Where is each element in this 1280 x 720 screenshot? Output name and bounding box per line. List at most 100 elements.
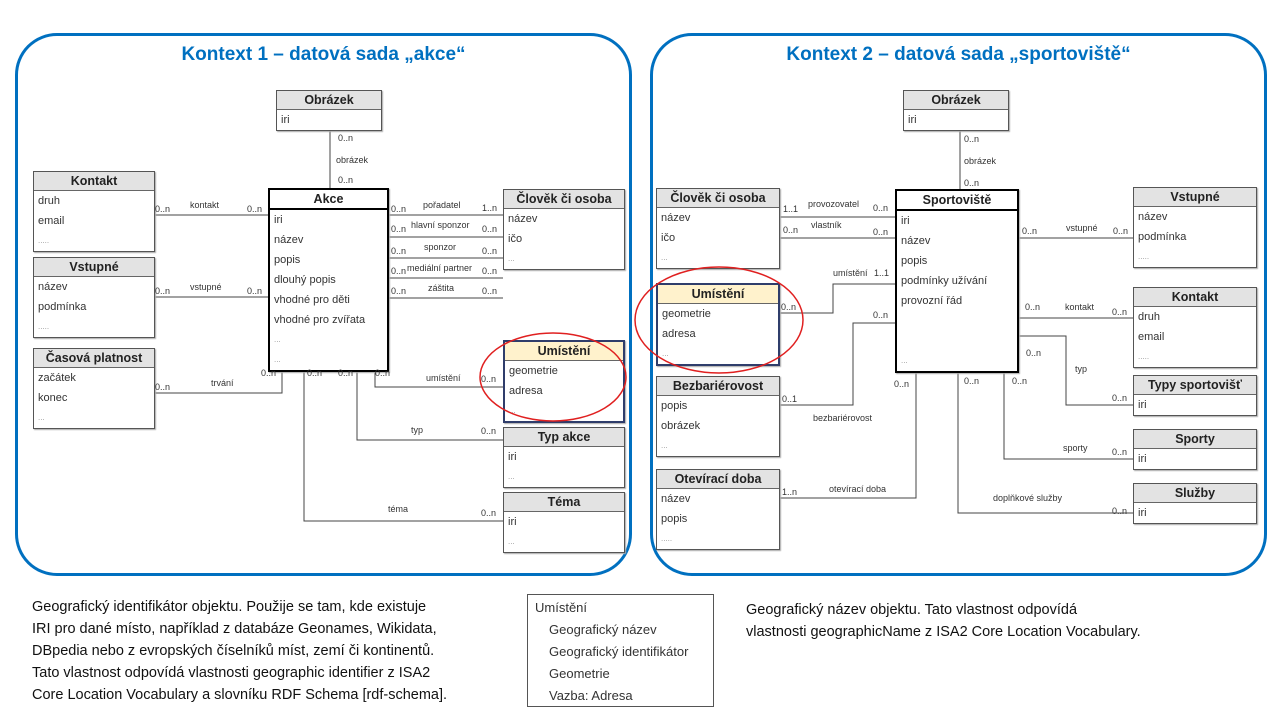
relation-label: téma bbox=[388, 504, 409, 514]
entity-field: název bbox=[274, 234, 304, 246]
entity-field: iri bbox=[274, 214, 283, 226]
cardinality-from: 0..n bbox=[783, 225, 799, 235]
relation-label: vstupné bbox=[190, 282, 222, 292]
location-properties-box: Umístění Geografický název Geografický i… bbox=[527, 594, 714, 707]
relation-label: trvání bbox=[211, 378, 234, 388]
entity-field: popis bbox=[661, 400, 688, 412]
entity-field: iri bbox=[281, 114, 290, 126]
entity-field: ... bbox=[274, 335, 281, 344]
entity-title: Téma bbox=[504, 493, 624, 512]
relation-label: kontakt bbox=[1065, 302, 1095, 312]
cardinality-to: 0..n bbox=[481, 374, 497, 384]
entity-field: iri bbox=[1138, 453, 1147, 465]
entity-title: Sportoviště bbox=[897, 191, 1017, 211]
relation-label: typ bbox=[1075, 364, 1088, 374]
text-line: Tato vlastnost odpovídá vlastnosti geogr… bbox=[32, 665, 431, 681]
cardinality-from: 0..n bbox=[338, 368, 354, 378]
relation-label: provozovatel bbox=[808, 199, 860, 209]
text-line: Geografický název objektu. Tato vlastnos… bbox=[746, 602, 1078, 618]
cardinality-from: 0..n bbox=[375, 368, 391, 378]
relation-label: sporty bbox=[1063, 443, 1088, 453]
entity-field: ... bbox=[508, 537, 515, 546]
cardinality-to: 1..n bbox=[482, 203, 498, 213]
entity-title: Časová platnost bbox=[34, 349, 154, 368]
highlight-ellipse-context-2 bbox=[634, 266, 804, 374]
cardinality-to: 0..n bbox=[261, 368, 277, 378]
entity-title: Vstupné bbox=[34, 258, 154, 277]
entity-field: ičo bbox=[661, 232, 676, 244]
cardinality-to: 0..n bbox=[482, 224, 498, 234]
cardinality-from: 0..n bbox=[338, 133, 354, 143]
entity-field: email bbox=[1138, 331, 1165, 343]
entity-field: vhodné pro zvířata bbox=[274, 314, 366, 326]
entity-field: ... bbox=[508, 254, 515, 263]
cardinality-to: 0..n bbox=[482, 246, 498, 256]
entity-title: Obrázek bbox=[904, 91, 1008, 110]
entity-field: iri bbox=[1138, 507, 1147, 519]
entity-field: popis bbox=[901, 255, 928, 267]
entity-title: Umístění bbox=[658, 285, 778, 304]
entity-field: ..... bbox=[661, 534, 673, 543]
entity-obrazek: Obrázek iri bbox=[276, 90, 382, 131]
entity-title: Typy sportovišť bbox=[1134, 376, 1256, 395]
cardinality-from: 0..n bbox=[155, 382, 171, 392]
cardinality-to: 0..n bbox=[1113, 226, 1129, 236]
entity-title: Akce bbox=[270, 190, 387, 210]
entity-field: konec bbox=[38, 392, 68, 404]
relation-label: pořadatel bbox=[423, 200, 461, 210]
context-1-title: Kontext 1 – datová sada „akce“ bbox=[181, 44, 466, 65]
cardinality-to: 0..n bbox=[873, 310, 889, 320]
cardinality-from: 0..n bbox=[1012, 376, 1028, 386]
entity-title: Člověk či osoba bbox=[504, 190, 624, 209]
entity-field: popis bbox=[661, 513, 688, 525]
legend-item: Vazba: Adresa bbox=[549, 688, 633, 703]
entity-field: název bbox=[901, 235, 931, 247]
cardinality-from: 0..1 bbox=[782, 394, 798, 404]
entity-field: ..... bbox=[38, 322, 50, 331]
entity-field: geometrie bbox=[509, 365, 558, 377]
entity-field: ičo bbox=[508, 233, 523, 245]
cardinality-to: 0..n bbox=[1112, 447, 1128, 457]
relation-label: vlastník bbox=[811, 220, 842, 230]
cardinality-to: 0..n bbox=[1112, 393, 1128, 403]
entity-field: ..... bbox=[1138, 252, 1150, 261]
relation-label: doplňkové služby bbox=[993, 493, 1063, 503]
relation-label: bezbariérovost bbox=[813, 413, 873, 423]
cardinality-to: 0..n bbox=[1112, 506, 1128, 516]
relation-label: obrázek bbox=[964, 156, 997, 166]
cardinality-from: 0..n bbox=[391, 204, 407, 214]
entity-field: popis bbox=[274, 254, 301, 266]
relation-label: vstupné bbox=[1066, 223, 1098, 233]
entity-title: Obrázek bbox=[277, 91, 381, 110]
entity-field: ... bbox=[38, 413, 45, 422]
entity-title: Sporty bbox=[1134, 430, 1256, 449]
cardinality-to: 0..n bbox=[873, 227, 889, 237]
text-line: vlastnosti geographicName z ISA2 Core Lo… bbox=[746, 624, 1141, 640]
entity-title: Umístění bbox=[505, 342, 623, 361]
entity-field: název bbox=[508, 213, 538, 225]
entity-field: iri bbox=[901, 215, 910, 227]
relation-label: hlavní sponzor bbox=[411, 220, 470, 230]
cardinality-from: 0..n bbox=[1025, 302, 1041, 312]
text-line: Core Location Vocabulary a slovníku RDF … bbox=[32, 687, 448, 703]
entity-title: Člověk či osoba bbox=[657, 189, 779, 208]
entity-field: ... bbox=[661, 441, 668, 450]
entity-field: ... bbox=[662, 349, 669, 358]
entity-field: název bbox=[661, 212, 691, 224]
cardinality-to: 0..n bbox=[873, 203, 889, 213]
cardinality-from: 0..n bbox=[391, 266, 407, 276]
cardinality-to: 0..n bbox=[481, 426, 497, 436]
cardinality-from: 0..n bbox=[307, 368, 323, 378]
geo-identifier-description: Geografický identifikátor objektu. Použi… bbox=[32, 596, 447, 706]
cardinality-from: 0..n bbox=[391, 286, 407, 296]
entity-field: adresa bbox=[662, 328, 696, 340]
relation-label: umístění bbox=[833, 268, 868, 278]
entity-field: iri bbox=[508, 451, 517, 463]
entity-field: dlouhý popis bbox=[274, 274, 336, 286]
